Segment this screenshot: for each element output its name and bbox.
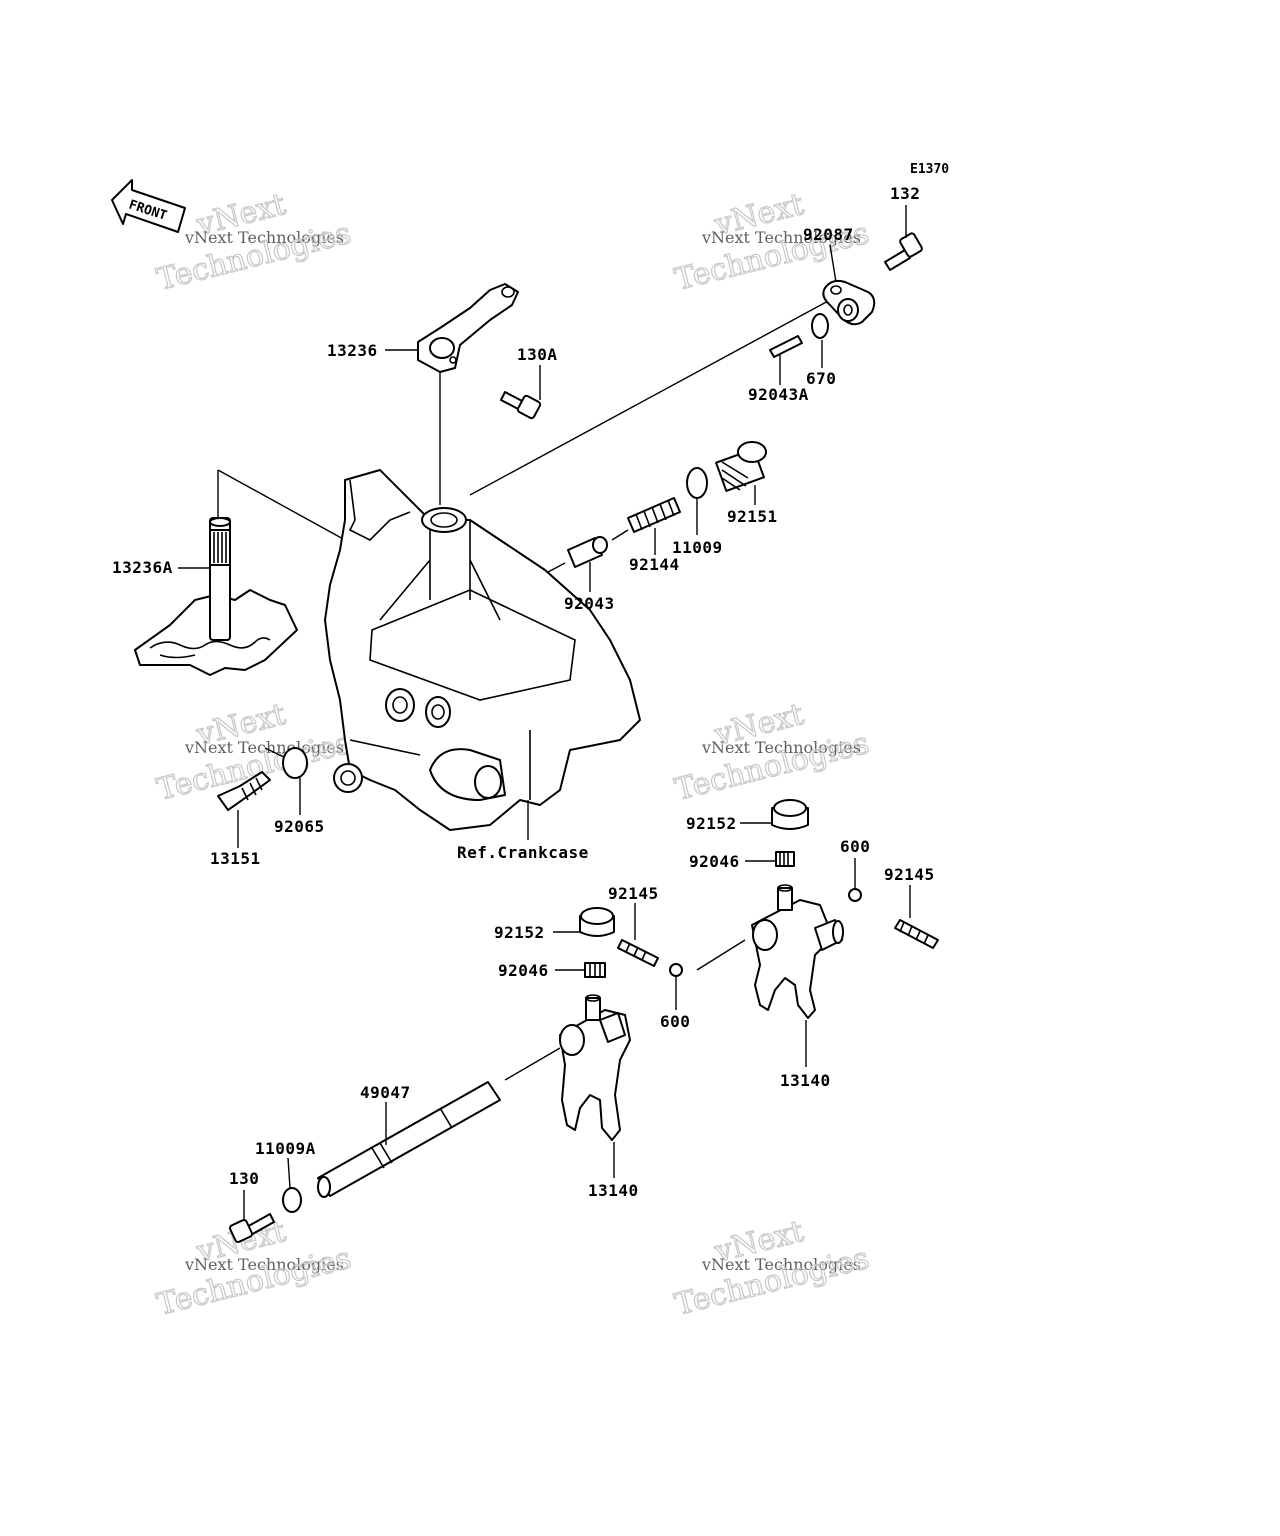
watermark-top-left: vNext vNext Technologies Technologies: [153, 186, 355, 298]
part-92046-upper-bearing: [775, 851, 795, 867]
label-92145-lower: 92145: [608, 884, 659, 903]
label-92145-right: 92145: [884, 865, 935, 884]
label-92087: 92087: [803, 225, 854, 244]
part-13236-lever: [417, 283, 519, 373]
label-92043: 92043: [564, 594, 615, 613]
label-92043a: 92043A: [748, 385, 809, 404]
label-13151: 13151: [210, 849, 261, 868]
label-130: 130: [229, 1169, 259, 1188]
label-49047: 49047: [360, 1083, 411, 1102]
leader-lines: [178, 205, 911, 1220]
label-600-upper: 600: [840, 837, 870, 856]
label-92046-upper: 92046: [689, 852, 740, 871]
part-11009a-washer: [282, 1187, 302, 1213]
svg-text:vNext Technologies: vNext Technologies: [701, 228, 861, 247]
label-92065: 92065: [274, 817, 325, 836]
front-arrow-icon: FRONT: [111, 179, 186, 233]
part-13151-switch: [217, 771, 271, 811]
label-92151: 92151: [727, 507, 778, 526]
label-92144: 92144: [629, 555, 680, 574]
label-ref-crankcase: Ref.Crankcase: [457, 843, 589, 862]
part-13236a-shift-shaft: [134, 517, 298, 676]
label-13236: 13236: [327, 341, 378, 360]
svg-text:vNext Technologies: vNext Technologies: [701, 738, 861, 757]
crankcase-reference: [324, 469, 641, 831]
label-92046-lower: 92046: [498, 961, 549, 980]
label-13140-left: 13140: [588, 1181, 639, 1200]
label-92152-lower: 92152: [494, 923, 545, 942]
label-132: 132: [890, 184, 920, 203]
part-130a-bolt: [500, 391, 542, 420]
svg-text:vNext Technologies: vNext Technologies: [184, 1255, 344, 1274]
part-92087-bracket: [822, 279, 876, 326]
part-92144-spring: [627, 497, 681, 533]
part-92151-plug: [715, 441, 767, 492]
part-11009-washer: [686, 467, 708, 499]
part-92065-washer: [282, 747, 308, 779]
label-92152-upper: 92152: [686, 814, 737, 833]
svg-text:vNext Technologies: vNext Technologies: [701, 1255, 861, 1274]
part-92145-lower-spring: [617, 939, 659, 967]
diagram-code: E1370: [910, 162, 949, 177]
watermark-top-right: vNext vNext Technologies Technologies: [671, 186, 873, 298]
label-13140-right: 13140: [780, 1071, 831, 1090]
part-600-upper-ball: [848, 888, 862, 902]
part-92152-lower-bushing: [579, 907, 615, 937]
part-49047-fork-shaft: [317, 1081, 501, 1198]
part-92043-plunger: [567, 536, 608, 568]
label-11009: 11009: [672, 538, 723, 557]
label-600-lower: 600: [660, 1012, 690, 1031]
watermark-bottom-right: vNext vNext Technologies Technologies: [671, 1213, 873, 1323]
part-670-oring: [811, 313, 829, 339]
svg-text:vNext Technologies: vNext Technologies: [184, 228, 344, 247]
part-92046-lower-bearing: [584, 962, 606, 978]
part-600-lower-ball: [669, 963, 683, 977]
part-130-bolt: [229, 1213, 275, 1243]
label-11009a: 11009A: [255, 1139, 316, 1158]
part-92145-right-spring: [894, 919, 939, 949]
label-670: 670: [806, 369, 836, 388]
part-132-bolt: [884, 232, 923, 271]
part-92152-upper-bushing: [771, 799, 809, 830]
assembly-lines: [217, 299, 831, 1081]
watermark-mid-right: vNext vNext Technologies Technologies: [671, 696, 873, 808]
part-13140-right-fork: [751, 884, 844, 1019]
label-130a: 130A: [517, 345, 558, 364]
part-labels: 132 92087 670 92043A 13236 130A 92151 11…: [112, 184, 935, 1200]
label-13236a: 13236A: [112, 558, 173, 577]
part-92043a-pin: [769, 335, 803, 358]
part-13140-left-fork: [559, 994, 631, 1141]
